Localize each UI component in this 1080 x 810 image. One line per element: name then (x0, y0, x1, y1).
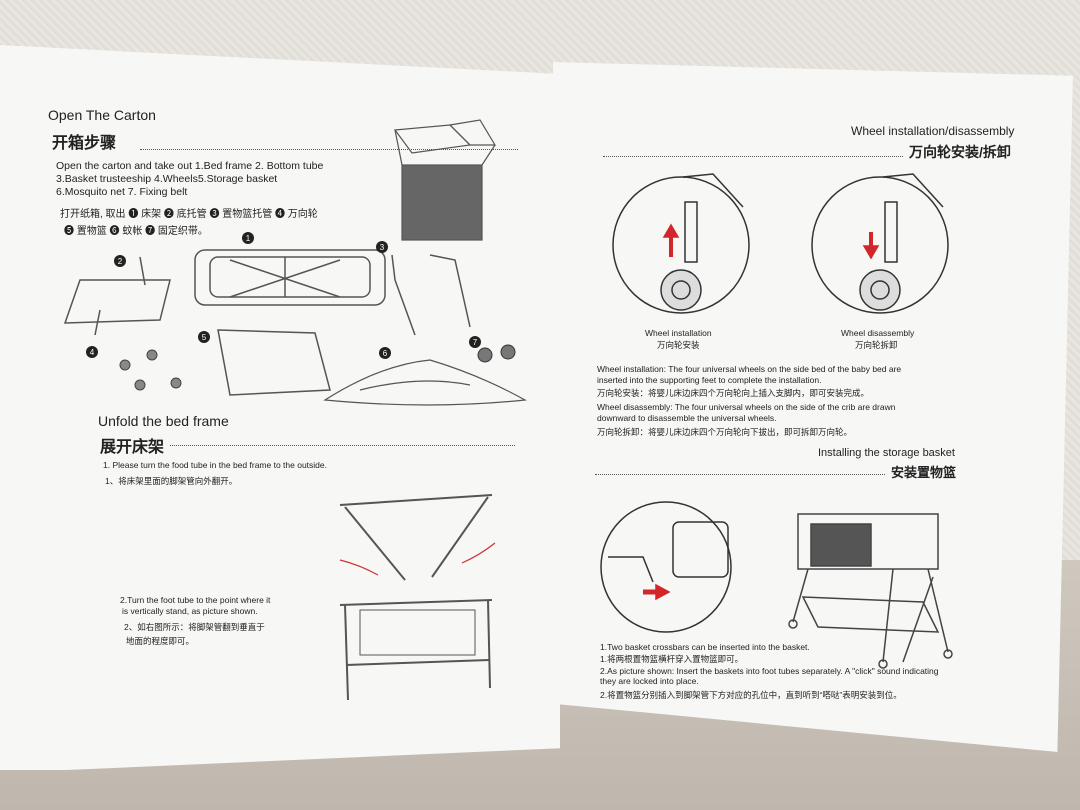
wheel-install-text-1: Wheel installation: The four universal w… (597, 364, 902, 374)
badge-1: 1 (246, 234, 251, 243)
unfold-step2-drawing (339, 599, 493, 701)
basket-title-cn: 安装置物篮 (891, 465, 957, 480)
unfold-step2-cn-2: 地面的程度即可。 (126, 636, 195, 646)
unfold-step1-cn: 1、将床架里面的脚架管向外翻开。 (105, 476, 238, 486)
unfold-title-en: Unfold the bed frame (98, 413, 229, 429)
bottom-tube-drawing (63, 256, 171, 336)
manual-right-page: Wheel installation/disassembly 万向轮安装/拆卸 (553, 62, 1073, 752)
right-illustrations (600, 173, 953, 669)
open-carton-line-1: Open the carton and take out 1.Bed frame… (56, 160, 324, 172)
heading-divider (603, 156, 903, 157)
badge-2: 2 (118, 257, 123, 266)
open-carton-cn-line-2: ❺ 置物篮 ❻ 蚊帐 ❼ 固定织带。 (64, 226, 208, 237)
open-carton-title-cn: 开箱步骤 (52, 135, 117, 152)
mosquito-net-drawing (323, 359, 527, 406)
wheel-title-cn: 万向轮安装/拆卸 (909, 144, 1011, 160)
badge-6: 6 (383, 349, 388, 358)
crib-with-basket-drawing (788, 513, 953, 669)
parts-illustration: 1 2 3 4 5 6 7 (63, 119, 527, 701)
open-carton-cn-line-1: 打开纸箱, 取出 ❶ 床架 ❷ 底托管 ❸ 置物篮托管 ❹ 万向轮 (60, 209, 318, 220)
wheel-install-caption-en: Wheel installation (645, 328, 712, 338)
badge-7: 7 (473, 338, 478, 347)
heading-divider (140, 149, 518, 150)
part-badges: 1 2 3 4 5 6 7 (86, 232, 481, 359)
basket-step2-en-1: 2.As picture shown: Insert the baskets i… (600, 666, 939, 676)
basket-tube-drawing (391, 254, 471, 336)
fixing-belt-drawing (477, 344, 516, 363)
unfold-step2-en-1: 2.Turn the foot tube to the point where … (120, 595, 271, 605)
badge-3: 3 (380, 243, 385, 252)
unfold-title-cn: 展开床架 (100, 439, 165, 456)
badge-4: 4 (90, 348, 95, 357)
bed-frame-drawing (194, 249, 386, 306)
storage-basket-drawing (217, 329, 331, 396)
basket-step1-cn: 1.将两根置物篮横杆穿入置物篮即可。 (600, 654, 744, 664)
basket-step2-cn: 2.将置物篮分别插入到脚架管下方对应的孔位中，直到听到“嗒哒”表明安装到位。 (600, 690, 902, 700)
basket-title-en: Installing the storage basket (818, 447, 955, 459)
unfold-step1-en: 1. Please turn the food tube in the bed … (103, 460, 327, 470)
carton-box-drawing (393, 119, 497, 241)
wheel-title-en: Wheel installation/disassembly (851, 124, 1015, 138)
wheel-disassembly-text-1: Wheel disassembly: The four universal wh… (597, 402, 896, 412)
basket-step1-en: 1.Two basket crossbars can be inserted i… (600, 642, 810, 652)
wheel-install-caption-cn: 万向轮安装 (657, 340, 700, 350)
basket-step2-en-2: they are locked into place. (600, 676, 699, 686)
wheel-disassembly-caption-cn: 万向轮拆卸 (855, 340, 898, 350)
unfold-step2-en-2: is vertically stand, as picture shown. (122, 606, 258, 616)
open-carton-title-en: Open The Carton (48, 107, 156, 123)
wheel-install-drawing (612, 173, 750, 314)
wheel-install-text-cn: 万向轮安装：将婴儿床边床四个万向轮向上插入支脚内，即可安装完成。 (597, 388, 870, 398)
wheel-disassembly-caption-en: Wheel disassembly (841, 328, 915, 338)
wheel-disassembly-text-2: downward to disassemble the universal wh… (597, 413, 777, 423)
heading-divider (170, 445, 515, 446)
heading-divider (595, 474, 885, 475)
wheel-disassembly-text-cn: 万向轮拆卸：将婴儿床边床四个万向轮向下拔出，即可拆卸万向轮。 (597, 427, 853, 437)
open-carton-line-3: 6.Mosquito net 7. Fixing belt (56, 186, 188, 198)
basket-detail-drawing (600, 501, 732, 633)
manual-left-page: Open The Carton 开箱步骤 Open the carton and… (0, 45, 560, 770)
unfold-step1-drawing (339, 494, 496, 581)
wheels-drawing (119, 349, 182, 391)
unfold-step2-cn-1: 2、如右图所示：将脚架管翻到垂直于 (124, 622, 265, 632)
open-carton-line-2: 3.Basket trusteeship 4.Wheels5.Storage b… (56, 173, 278, 185)
wheel-install-text-2: inserted into the supporting feet to com… (597, 375, 822, 385)
badge-5: 5 (202, 333, 207, 342)
wheel-disassembly-drawing (811, 173, 949, 314)
